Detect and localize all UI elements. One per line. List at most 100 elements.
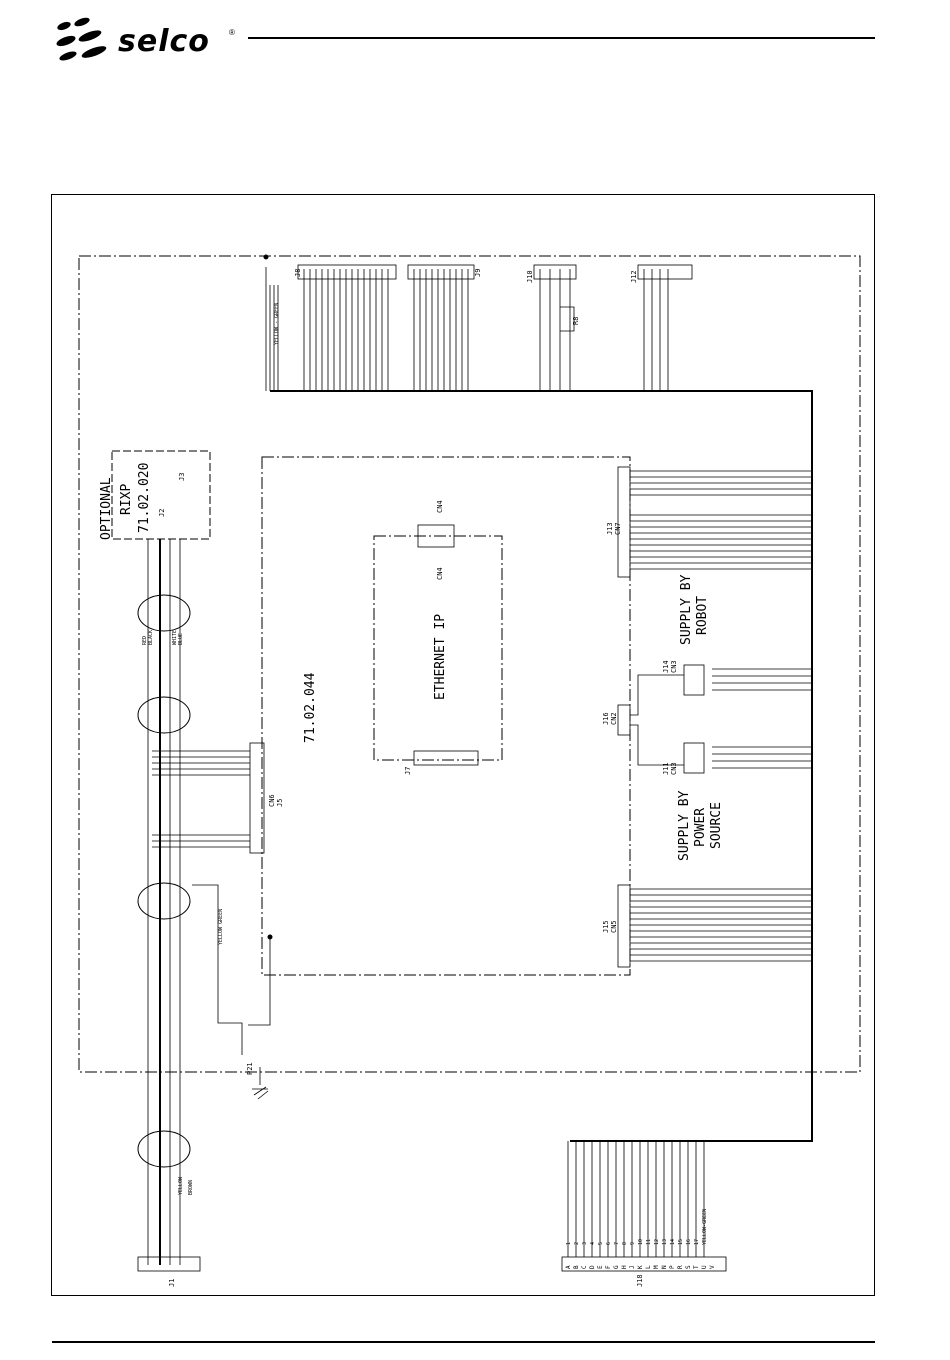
j18-pin-label: M: [653, 1265, 660, 1269]
connector-label-cn5: CN5: [610, 920, 618, 933]
wire-label-black: BLACK: [148, 630, 154, 645]
connector-label-j3: J3: [178, 473, 186, 481]
j18-wire-label: 12: [654, 1239, 660, 1245]
junction-dot: [267, 934, 273, 940]
rixp-label: RIXP: [119, 484, 134, 515]
j18-wire-label: 17: [694, 1239, 700, 1245]
supply-power-line1: SUPPLY BY: [677, 790, 692, 861]
j18-pin-label: P: [669, 1265, 676, 1269]
j18-wire-label: 1: [566, 1242, 572, 1245]
component-label-r8: R8: [572, 317, 580, 325]
brand-name: selco: [118, 24, 210, 59]
footer-rule: [52, 1341, 875, 1343]
j18-wire-label: 16: [686, 1239, 692, 1245]
connector-label-j2: J2: [158, 509, 166, 517]
j18-connector: [561, 1141, 727, 1272]
connector-label-j12: J12: [630, 270, 638, 283]
connector-label-cn6: CN6: [268, 794, 276, 807]
connector-label-j9: J9: [474, 269, 482, 277]
supply-robot-line1: SUPPLY BY: [679, 574, 694, 645]
cn4-port: [417, 524, 455, 548]
connector-label-cn3b: CN3: [670, 762, 678, 775]
connector-label-j8: J8: [294, 269, 302, 277]
j18-wire-label: 4: [590, 1242, 596, 1245]
j16-wires: [617, 674, 684, 766]
connector-label-j11: J11: [662, 762, 670, 775]
connector-label-j15: J15: [602, 920, 610, 933]
j18-pin-label: K: [637, 1265, 644, 1269]
connector-label-j5: J5: [276, 799, 284, 807]
j18-pin-label: D: [589, 1265, 596, 1269]
j12-wires: [637, 264, 693, 391]
j18-wire-label: 2: [574, 1242, 580, 1245]
j18-wire-label: 7: [614, 1242, 620, 1245]
registered-mark: ®: [229, 28, 235, 37]
earth-conductors: [265, 267, 279, 391]
diagram-frame: [51, 194, 875, 1296]
j18-wire-label: 3: [582, 1242, 588, 1245]
j18-pin-label: S: [685, 1265, 692, 1269]
j18-wire-label: 15: [678, 1239, 684, 1245]
junction-dot: [263, 254, 269, 260]
supply-power-line2: POWER: [693, 808, 708, 847]
left-cable: [137, 254, 273, 1265]
connector-label-j10: J10: [526, 270, 534, 283]
j5-connector: [152, 742, 265, 854]
j18-wire-label: 6: [606, 1242, 612, 1245]
connector-label-j14: J14: [662, 660, 670, 673]
j1-connector: [137, 1256, 201, 1272]
header-rule: [248, 37, 875, 39]
j18-pin-label: C: [581, 1265, 588, 1269]
supply-robot-line2: ROBOT: [695, 596, 710, 635]
j18-pin-label: F: [605, 1265, 612, 1269]
j18-pin-label: L: [645, 1265, 652, 1269]
connector-label-j7: J7: [404, 767, 412, 775]
ground-symbol: [252, 1067, 269, 1100]
board-code-label: 71.02.044: [303, 672, 318, 743]
j18-wire-label: 8: [622, 1242, 628, 1245]
j18-pin-label: G: [613, 1265, 620, 1269]
connector-label-cn3a: CN3: [670, 660, 678, 673]
j11-wires: [683, 742, 812, 774]
rixp-code-label: 71.02.020: [137, 463, 152, 533]
wire-label-yellow-green: YELLOW GREEN: [218, 909, 224, 945]
j10-wires: [533, 264, 577, 391]
equipment-enclosure: [78, 255, 861, 1073]
j18-pin-label: A: [565, 1265, 572, 1269]
wire-label-brown: BROWN: [188, 1180, 194, 1195]
wire-label-red: RED: [142, 636, 148, 645]
j18-pin-label: B: [573, 1265, 580, 1269]
j18-wire-label: 9: [630, 1242, 636, 1245]
wiring-diagram: 71.02.044 ETHERNET IP OPTIONAL RIXP 71.0…: [78, 254, 861, 1287]
component-label-p21: P21: [246, 1062, 254, 1075]
connector-label-cn4b: CN4: [436, 567, 444, 580]
j14-wires: [683, 664, 812, 696]
connector-label-j18: J18: [636, 1274, 644, 1287]
j9-wires: [407, 264, 475, 391]
wire-label-yellow-green-dash: YELLOW - GREEN: [274, 303, 280, 345]
optional-label: OPTIONAL: [99, 477, 114, 540]
connector-label-j16: J16: [602, 712, 610, 725]
j18-wire-label: 11: [646, 1239, 652, 1245]
j18-pin-label: H: [621, 1265, 628, 1269]
ethernet-module-outline: [373, 535, 503, 761]
j18-pin-label: J: [629, 1265, 636, 1269]
wire-label-yellow: YELLOW: [178, 1176, 184, 1195]
j18-pin-label: E: [597, 1265, 604, 1269]
j15-wires: [617, 884, 812, 968]
connector-label-j13: J13: [606, 522, 614, 535]
j18-pin-label: N: [661, 1265, 668, 1269]
j18-wire-label: 13: [662, 1239, 668, 1245]
j18-wire-label: 10: [638, 1239, 644, 1245]
j18-wire-label: YELLOW-GREEN: [702, 1209, 708, 1245]
j18-wire-label: 5: [598, 1242, 604, 1245]
connector-label-j1: J1: [168, 1279, 176, 1287]
connector-label-cn7: CN7: [614, 522, 622, 535]
connector-label-cn2: CN2: [610, 712, 618, 725]
ethernet-ip-label: ETHERNET IP: [433, 614, 448, 700]
page-header: selco ®: [0, 0, 950, 80]
j18-pin-label: T: [693, 1265, 700, 1269]
wire-label-white: WHITE: [172, 630, 178, 645]
j18-pin-label: R: [677, 1265, 684, 1269]
j8-wires: [297, 264, 397, 391]
